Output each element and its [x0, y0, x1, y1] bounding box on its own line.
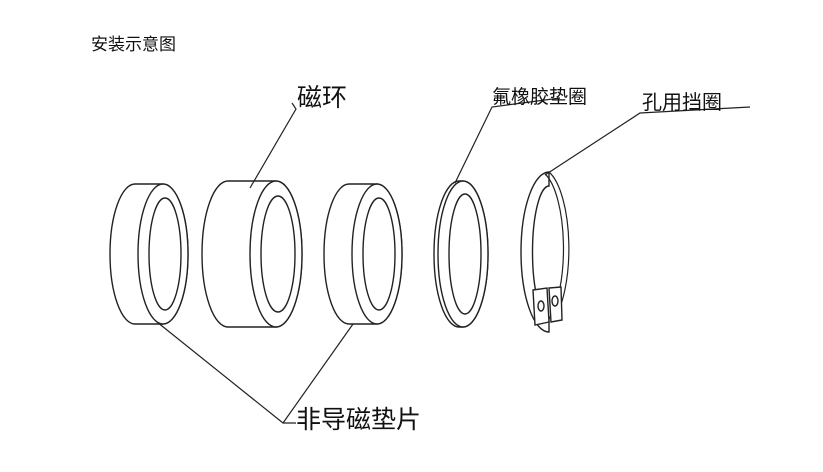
leader-lines: [156, 97, 751, 424]
retaining-ring: [520, 171, 570, 333]
leader-fluoro-gasket: [454, 97, 561, 184]
leader-spacer-right: [282, 323, 354, 424]
label-retaining-ring: 孔用挡圈: [642, 90, 722, 114]
spacer-right: [323, 183, 403, 325]
leader-retaining-ring: [544, 106, 751, 176]
diagram-title: 安装示意图: [91, 35, 176, 55]
spacer-left: [109, 183, 189, 325]
label-fluoro-gasket: 氟橡胶垫圈: [492, 86, 587, 108]
label-magnetic-ring: 磁环: [297, 83, 347, 112]
leader-spacer-left: [156, 321, 296, 424]
label-non-magnetic-spacer: 非导磁垫片: [296, 405, 421, 434]
fluoro-gasket: [433, 180, 489, 328]
circlip-lugs: [532, 286, 563, 326]
leader-magnetic-ring: [249, 102, 297, 189]
magnetic-ring: [201, 180, 303, 328]
